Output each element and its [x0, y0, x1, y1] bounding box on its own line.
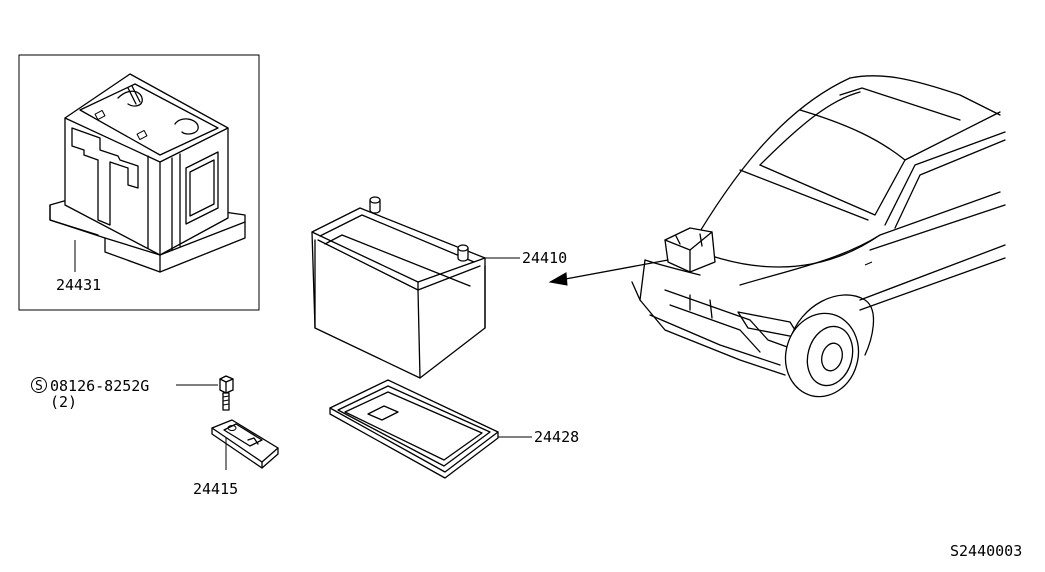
- battery-cover-inset: 24431: [18, 54, 260, 311]
- battery: 24410: [311, 196, 567, 379]
- location-arrow: [548, 259, 669, 286]
- battery-tray: 24428: [329, 379, 579, 479]
- bolt-drawing: [219, 375, 234, 411]
- callout-24431: 24431: [56, 276, 101, 294]
- callout-bolt: 08126-8252G: [50, 377, 149, 395]
- callout-bolt-qty: (2): [50, 393, 77, 411]
- standard-part-symbol-letter: S: [35, 379, 43, 394]
- bolt: S 08126-8252G (2): [31, 375, 234, 411]
- standard-part-symbol: [31, 377, 47, 393]
- terminal-positive: [457, 244, 469, 262]
- hold-down-clamp: 24415: [193, 419, 279, 498]
- inset-frame: [18, 54, 260, 311]
- vehicle-locator-view: [548, 75, 1006, 398]
- battery-location-marker: [664, 227, 716, 273]
- callout-24415: 24415: [193, 480, 238, 498]
- callout-24410: 24410: [522, 249, 567, 267]
- terminal-negative: [369, 196, 381, 214]
- diagram-code: S2440003: [950, 542, 1022, 560]
- battery-cover-drawing: [49, 73, 246, 273]
- callout-24428: 24428: [534, 428, 579, 446]
